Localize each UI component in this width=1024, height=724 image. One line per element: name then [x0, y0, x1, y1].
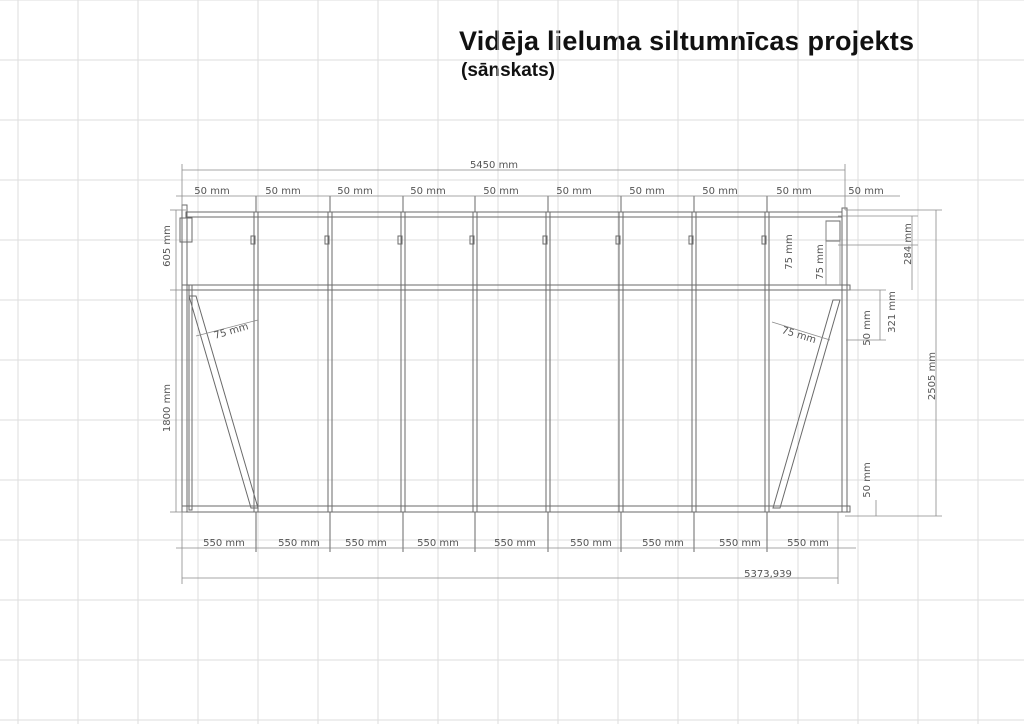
frame-structure — [181, 204, 851, 513]
bottom-span-labels: 550 mm 550 mm 550 mm 550 mm 550 mm 550 mm 550 … — [203, 538, 829, 549]
left-lower-height-label: 1800 mm — [162, 384, 173, 432]
bottom-span-label: 550 mm — [345, 538, 387, 549]
frame-post — [691, 211, 697, 513]
post-bracket — [250, 235, 256, 245]
top-gap-label: 50 mm — [776, 186, 811, 197]
top-gap-label: 50 mm — [702, 186, 737, 197]
bottom-span-label: 550 mm — [278, 538, 320, 549]
drawing-subtitle: (sānskats) — [461, 60, 555, 81]
post-bracket — [688, 235, 694, 245]
post-bracket — [542, 235, 548, 245]
top-gap-label: 50 mm — [483, 186, 518, 197]
overall-width-label: 5450 mm — [470, 160, 518, 171]
left-top-bracket — [179, 217, 193, 243]
dimension-lines — [170, 164, 942, 584]
right-brace-dim-line — [771, 321, 831, 341]
frame-post — [618, 211, 624, 513]
intermediate-posts — [179, 196, 841, 552]
right-inner-b-label: 75 mm — [815, 244, 826, 279]
bottom-span-label: 550 mm — [494, 538, 536, 549]
bottom-span-label: 550 mm — [719, 538, 761, 549]
top-gap-label: 50 mm — [410, 186, 445, 197]
left-end-post — [181, 204, 188, 513]
right-end-post — [841, 207, 848, 513]
top-gap-label: 50 mm — [265, 186, 300, 197]
top-gap-label: 50 mm — [629, 186, 664, 197]
top-gap-label: 50 mm — [556, 186, 591, 197]
post-bracket — [469, 235, 475, 245]
post-bracket — [397, 235, 403, 245]
frame-post — [327, 211, 333, 513]
right-total-label: 2505 mm — [927, 352, 938, 400]
frame-post — [253, 211, 259, 513]
frame-post — [545, 211, 551, 513]
left-brace-label: 75 mm — [213, 321, 250, 341]
mid-beam — [181, 284, 851, 291]
top-gap-label: 50 mm — [337, 186, 372, 197]
bottom-span-label: 550 mm — [203, 538, 245, 549]
bottom-total-label: 5373,939 — [744, 569, 792, 580]
frame-post — [472, 211, 478, 513]
bottom-span-label: 550 mm — [417, 538, 459, 549]
right-brace-label: 75 mm — [780, 325, 817, 346]
right-284-label: 284 mm — [903, 223, 914, 265]
bottom-sill — [181, 505, 851, 513]
left-brace-dim-line — [195, 319, 259, 337]
top-gap-labels: 50 mm 50 mm 50 mm 50 mm 50 mm 50 mm 50 mm 50 mm… — [194, 186, 883, 197]
right-mid-lower-label: 50 mm — [862, 462, 873, 497]
frame-post — [400, 211, 406, 513]
left-inner-post — [188, 284, 193, 511]
right-inner-a-label: 75 mm — [784, 234, 795, 269]
right-top-bracket — [825, 220, 841, 242]
bottom-span-label: 550 mm — [787, 538, 829, 549]
post-bracket — [761, 235, 767, 245]
bottom-span-label: 550 mm — [570, 538, 612, 549]
drawing-title: Vidēja lieluma siltumnīcas projekts — [459, 26, 915, 56]
right-mid-upper-label: 50 mm — [862, 310, 873, 345]
top-gap-label: 50 mm — [848, 186, 883, 197]
post-bracket — [324, 235, 330, 245]
left-upper-height-label: 605 mm — [162, 225, 173, 267]
right-brace — [772, 299, 841, 509]
top-beam — [185, 211, 843, 218]
top-gap-label: 50 mm — [194, 186, 229, 197]
right-321-label: 321 mm — [887, 291, 898, 333]
bottom-span-label: 550 mm — [642, 538, 684, 549]
post-bracket — [615, 235, 621, 245]
frame-post — [764, 211, 770, 513]
